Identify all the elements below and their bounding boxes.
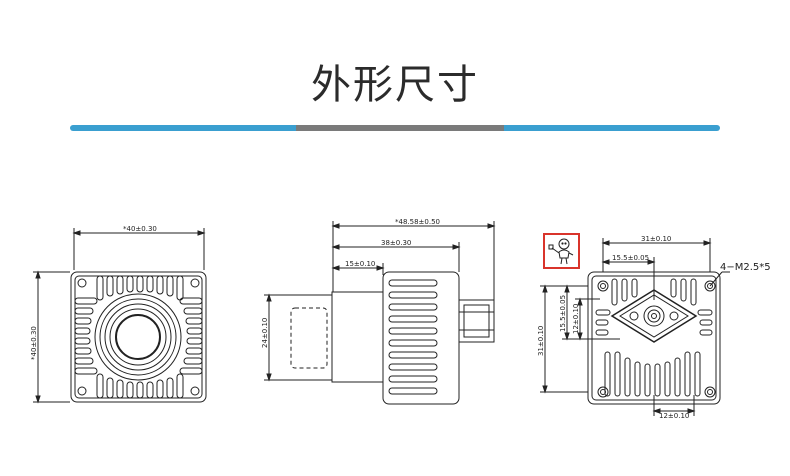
child-figure-icon [548,238,574,265]
child-safety-icon [543,233,580,269]
front-width-dim: *40±0.30 [123,225,157,233]
title-underline-left [70,125,296,131]
back-hole-label: 4−M2.5*5 [720,262,771,273]
front-view [33,228,207,404]
side-lens-height-dim: 24±0.10 [261,318,269,348]
back-view [540,238,730,416]
page-title: 外形尺寸 [311,62,479,108]
side-body-dim: 38±0.30 [381,239,411,247]
side-view [264,221,496,405]
back-bottom-dim: 12±0.10 [659,412,689,420]
back-left-outer-dim: 15.5±0.05 [559,295,567,332]
front-height-dim: *40±0.30 [30,326,38,360]
title-underline-right [504,125,720,131]
side-overall-dim: *48.58±0.50 [395,218,440,226]
side-lens-dim: 15±0.10 [345,260,375,268]
back-left-total-dim: 31±0.10 [537,326,545,356]
back-inner-spacing-top: 15.5±0.05 [612,254,649,262]
back-hole-spacing-top: 31±0.10 [641,235,671,243]
title-underline-middle [296,125,504,131]
back-left-inner-dim: 12±0.10 [572,304,580,334]
